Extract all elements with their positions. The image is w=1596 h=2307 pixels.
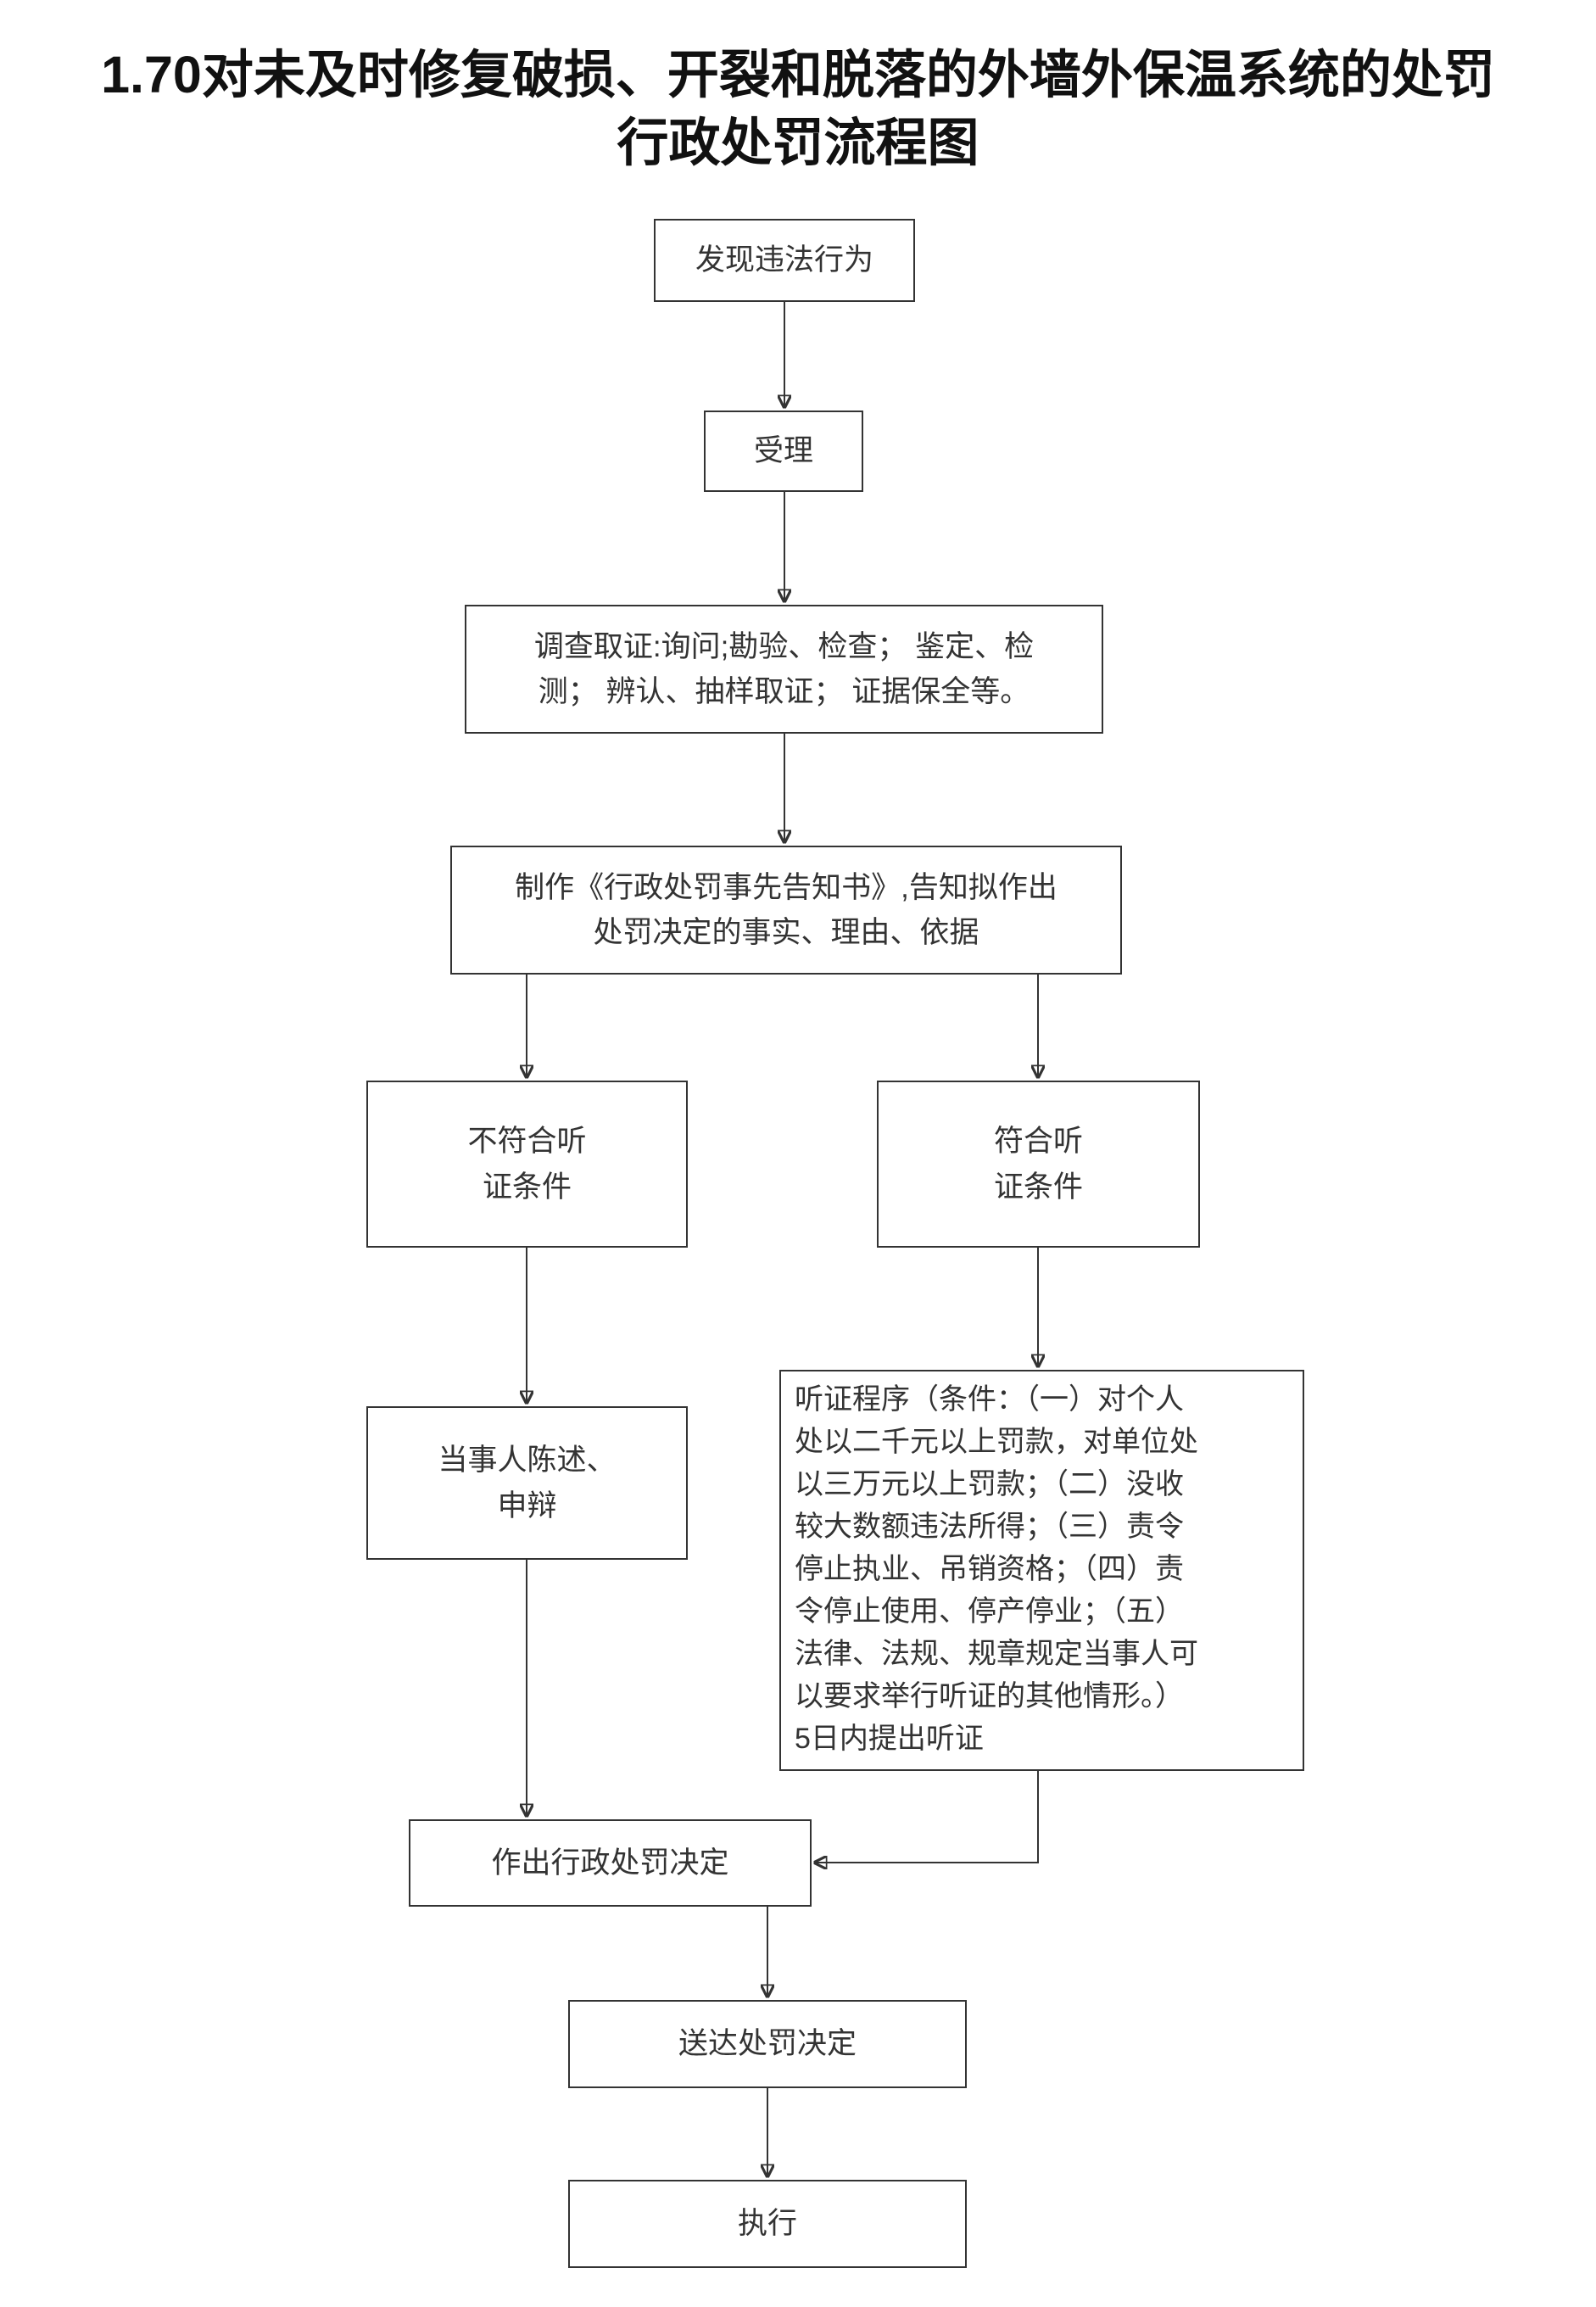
node-accept: 受理 bbox=[704, 411, 863, 492]
node-deliver-penalty-decision-label: 送达处罚决定 bbox=[678, 2027, 857, 2061]
node-hearing-procedure-label: 听证程序（条件：（一）对个人 处以二千元以上罚款，对单位处 以三万元以上罚款；（… bbox=[795, 1383, 1198, 1755]
node-meet-hearing-conditions-label: 符合听 证条件 bbox=[993, 1125, 1083, 1204]
node-make-penalty-decision-label: 作出行政处罚决定 bbox=[491, 1846, 729, 1880]
node-make-penalty-decision: 作出行政处罚决定 bbox=[409, 1819, 812, 1907]
node-not-meet-hearing-conditions: 不符合听 证条件 bbox=[366, 1081, 688, 1248]
node-discover-violation: 发现违法行为 bbox=[654, 219, 915, 302]
arrow-hearing-proc-to-decision bbox=[815, 1771, 1039, 1863]
node-execute: 执行 bbox=[568, 2180, 967, 2268]
page-title-line2: 行政处罚流程图 bbox=[617, 114, 979, 171]
node-investigate-evidence: 调查取证:询问;勘验、检查； 鉴定、检 测； 辨认、抽样取证； 证据保全等。 bbox=[465, 605, 1103, 734]
node-prior-notice: 制作《行政处罚事先告知书》,告知拟作出 处罚决定的事实、理由、依据 bbox=[450, 846, 1122, 975]
node-execute-label: 执行 bbox=[737, 2207, 797, 2241]
node-meet-hearing-conditions: 符合听 证条件 bbox=[877, 1081, 1200, 1248]
page-title-line1: 1.70对未及时修复破损、开裂和脱落的外墙外保温系统的处罚 bbox=[101, 46, 1495, 103]
node-party-statement-defense: 当事人陈述、 申辩 bbox=[366, 1406, 688, 1560]
node-accept-label: 受理 bbox=[753, 434, 813, 468]
node-prior-notice-label: 制作《行政处罚事先告知书》,告知拟作出 处罚决定的事实、理由、依据 bbox=[515, 870, 1057, 949]
node-not-meet-hearing-conditions-label: 不符合听 证条件 bbox=[467, 1125, 587, 1204]
node-hearing-procedure: 听证程序（条件：（一）对个人 处以二千元以上罚款，对单位处 以三万元以上罚款；（… bbox=[779, 1370, 1304, 1771]
node-deliver-penalty-decision: 送达处罚决定 bbox=[568, 2000, 967, 2088]
node-party-statement-defense-label: 当事人陈述、 申辩 bbox=[438, 1444, 617, 1522]
node-investigate-evidence-label: 调查取证:询问;勘验、检查； 鉴定、检 测； 辨认、抽样取证； 证据保全等。 bbox=[533, 629, 1035, 708]
node-discover-violation-label: 发现违法行为 bbox=[695, 243, 873, 277]
page-title: 1.70对未及时修复破损、开裂和脱落的外墙外保温系统的处罚 行政处罚流程图 bbox=[0, 41, 1596, 176]
